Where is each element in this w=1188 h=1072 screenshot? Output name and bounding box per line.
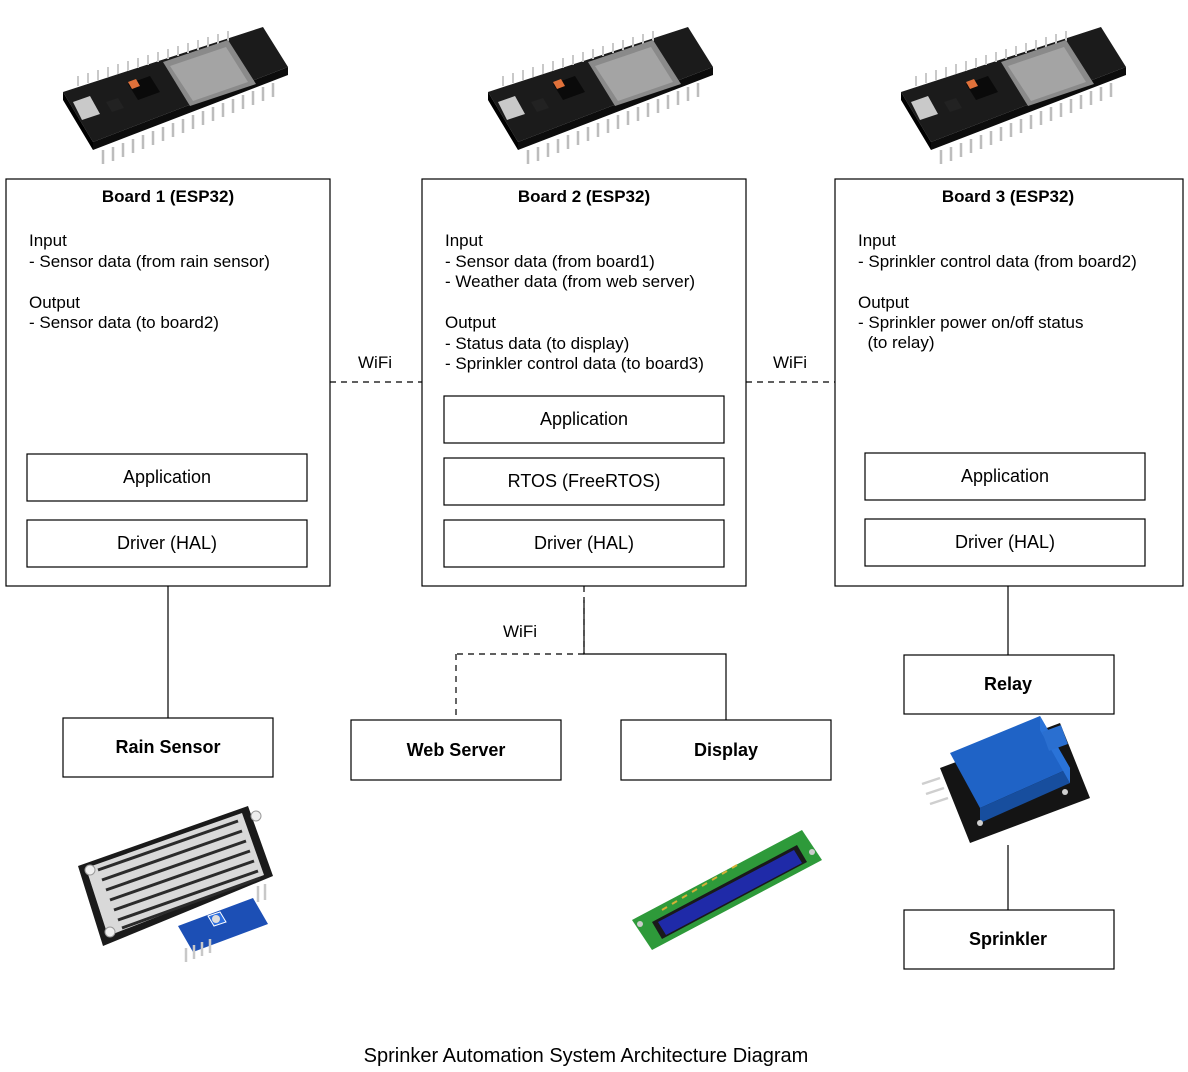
- rtos-layer: [443, 457, 725, 506]
- layer-label: RTOS (FreeRTOS): [508, 471, 661, 491]
- output-heading: Output: [29, 293, 80, 312]
- device-label: Sprinkler: [969, 929, 1047, 949]
- layer-label: Application: [961, 466, 1049, 486]
- esp32-board-icon: [486, 25, 715, 166]
- driver-layer: [26, 519, 308, 568]
- input-line: - Sensor data (from rain sensor): [29, 252, 270, 271]
- wifi-link-board2-webserver: WiFi: [455, 586, 585, 720]
- wifi-label: WiFi: [503, 622, 537, 641]
- application-layer: [443, 395, 725, 444]
- input-line: - Sprinkler control data (from board2): [858, 252, 1137, 271]
- input-line: - Weather data (from web server): [445, 272, 695, 291]
- display-box: Display: [620, 719, 832, 781]
- board-title: Board 2 (ESP32): [518, 187, 650, 206]
- output-heading: Output: [858, 293, 909, 312]
- board-2: Board 2 (ESP32) Input - Sensor data (fro…: [421, 178, 747, 587]
- rain-sensor-module-icon: [76, 804, 275, 964]
- board-title: Board 1 (ESP32): [102, 187, 234, 206]
- board-1: Board 1 (ESP32) Input - Sensor data (fro…: [5, 178, 331, 587]
- layer-label: Application: [123, 467, 211, 487]
- input-heading: Input: [858, 231, 896, 250]
- application-layer: [864, 452, 1146, 501]
- sprinkler-box: Sprinkler: [903, 909, 1115, 970]
- layer-label: Driver (HAL): [117, 533, 217, 553]
- diagram-caption: Sprinker Automation System Architecture …: [364, 1045, 809, 1067]
- driver-layer: [443, 519, 725, 568]
- device-label: Web Server: [407, 740, 506, 760]
- layer-label: Application: [540, 409, 628, 429]
- esp32-board-icon: [899, 25, 1128, 166]
- esp32-board-icon: [61, 25, 290, 166]
- wifi-label: WiFi: [358, 353, 392, 372]
- output-line: (to relay): [858, 333, 935, 352]
- output-line: - Sprinkler power on/off status: [858, 313, 1084, 332]
- output-heading: Output: [445, 313, 496, 332]
- lcd-display-icon: [631, 829, 823, 951]
- application-layer: [26, 453, 308, 502]
- input-heading: Input: [445, 231, 483, 250]
- wifi-link-board2-board3: WiFi: [746, 353, 835, 383]
- web-server-box: Web Server: [350, 719, 562, 781]
- layer-label: Driver (HAL): [534, 533, 634, 553]
- rain-sensor-box: Rain Sensor: [62, 717, 274, 778]
- board-3: Board 3 (ESP32) Input - Sprinkler contro…: [834, 178, 1184, 587]
- input-line: - Sensor data (from board1): [445, 252, 655, 271]
- relay-box: Relay: [903, 654, 1115, 715]
- link-board2-display: [583, 600, 727, 720]
- wifi-label: WiFi: [773, 353, 807, 372]
- output-line: - Sprinkler control data (to board3): [445, 354, 704, 373]
- device-label: Display: [694, 740, 758, 760]
- output-line: - Sensor data (to board2): [29, 313, 219, 332]
- device-label: Relay: [984, 674, 1032, 694]
- output-line: - Status data (to display): [445, 334, 629, 353]
- driver-layer: [864, 518, 1146, 567]
- board-title: Board 3 (ESP32): [942, 187, 1074, 206]
- layer-label: Driver (HAL): [955, 532, 1055, 552]
- device-label: Rain Sensor: [115, 737, 220, 757]
- wifi-link-board1-board2: WiFi: [330, 353, 422, 383]
- relay-module-icon: [920, 714, 1092, 845]
- input-heading: Input: [29, 231, 67, 250]
